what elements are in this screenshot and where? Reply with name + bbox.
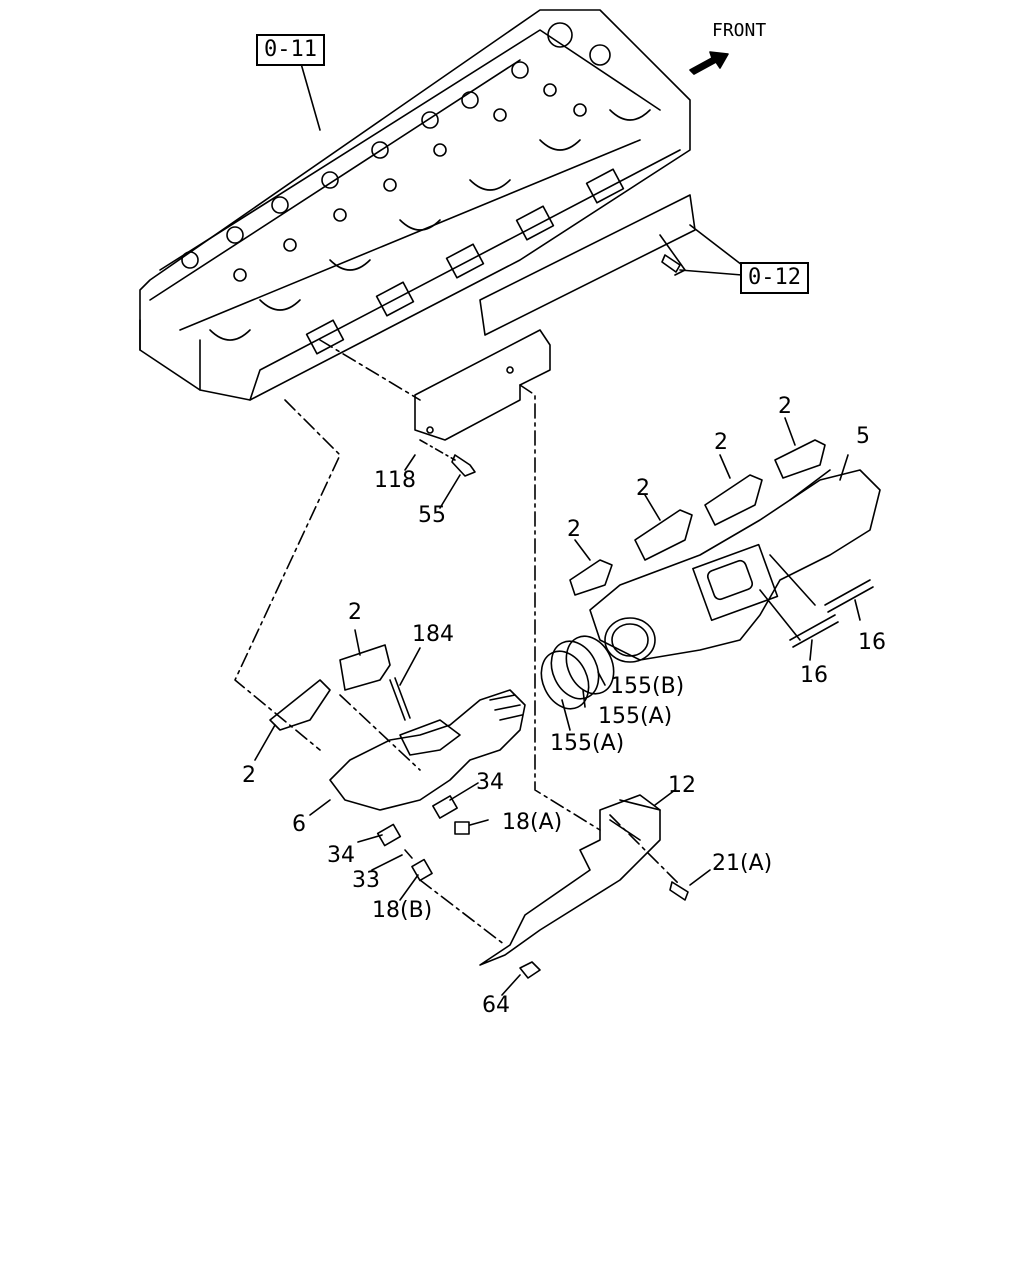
callout-5-manifold: 5 (856, 424, 870, 449)
exhaust-manifold-left-drawing (329, 677, 526, 811)
callout-2-gasket-1: 2 (778, 394, 792, 419)
callout-16-stud-2: 16 (800, 663, 828, 688)
callout-18a-plug: 18(A) (502, 810, 563, 835)
callout-64-nut: 64 (482, 993, 510, 1018)
front-arrow-icon (689, 51, 729, 75)
callout-184-stud: 184 (412, 622, 454, 647)
bracket-118-drawing (414, 329, 551, 441)
callout-2-gasket-5: 2 (348, 600, 362, 625)
alignment-lines (234, 339, 681, 946)
callout-18b-plug: 18(B) (372, 898, 433, 923)
callout-55-bolt: 55 (418, 503, 446, 528)
callout-12-heat-shield: 12 (668, 773, 696, 798)
callout-34-nut-1: 34 (476, 770, 504, 795)
callout-16-stud-1: 16 (858, 630, 886, 655)
callout-118-bracket: 118 (374, 468, 416, 493)
exhaust-manifold-right-drawing (589, 469, 881, 663)
callout-155a-ring-2: 155(A) (550, 731, 625, 756)
small-parts-drawing (376, 795, 470, 882)
callout-2-gasket-2: 2 (714, 430, 728, 455)
callout-6-manifold: 6 (292, 812, 306, 837)
callout-155b-ring: 155(B) (610, 674, 685, 699)
ref-box-0-12[interactable]: 0-12 (740, 262, 809, 294)
cylinder-head-drawing (139, 9, 691, 401)
seal-rings-drawing (540, 635, 615, 710)
callout-2-gasket-6: 2 (242, 763, 256, 788)
callout-155a-ring-1: 155(A) (598, 704, 673, 729)
callout-2-gasket-4: 2 (567, 517, 581, 542)
callout-33-washer: 33 (352, 868, 380, 893)
callout-2-gasket-3: 2 (636, 476, 650, 501)
leader-lines (254, 417, 861, 996)
lower-heat-shield-drawing (479, 794, 661, 966)
callout-21a-bolt: 21(A) (712, 851, 773, 876)
ref-box-0-11[interactable]: 0-11 (256, 34, 325, 66)
callout-34-nut-2: 34 (327, 843, 355, 868)
front-label: FRONT (712, 20, 767, 41)
gasket-drawings (269, 439, 826, 731)
